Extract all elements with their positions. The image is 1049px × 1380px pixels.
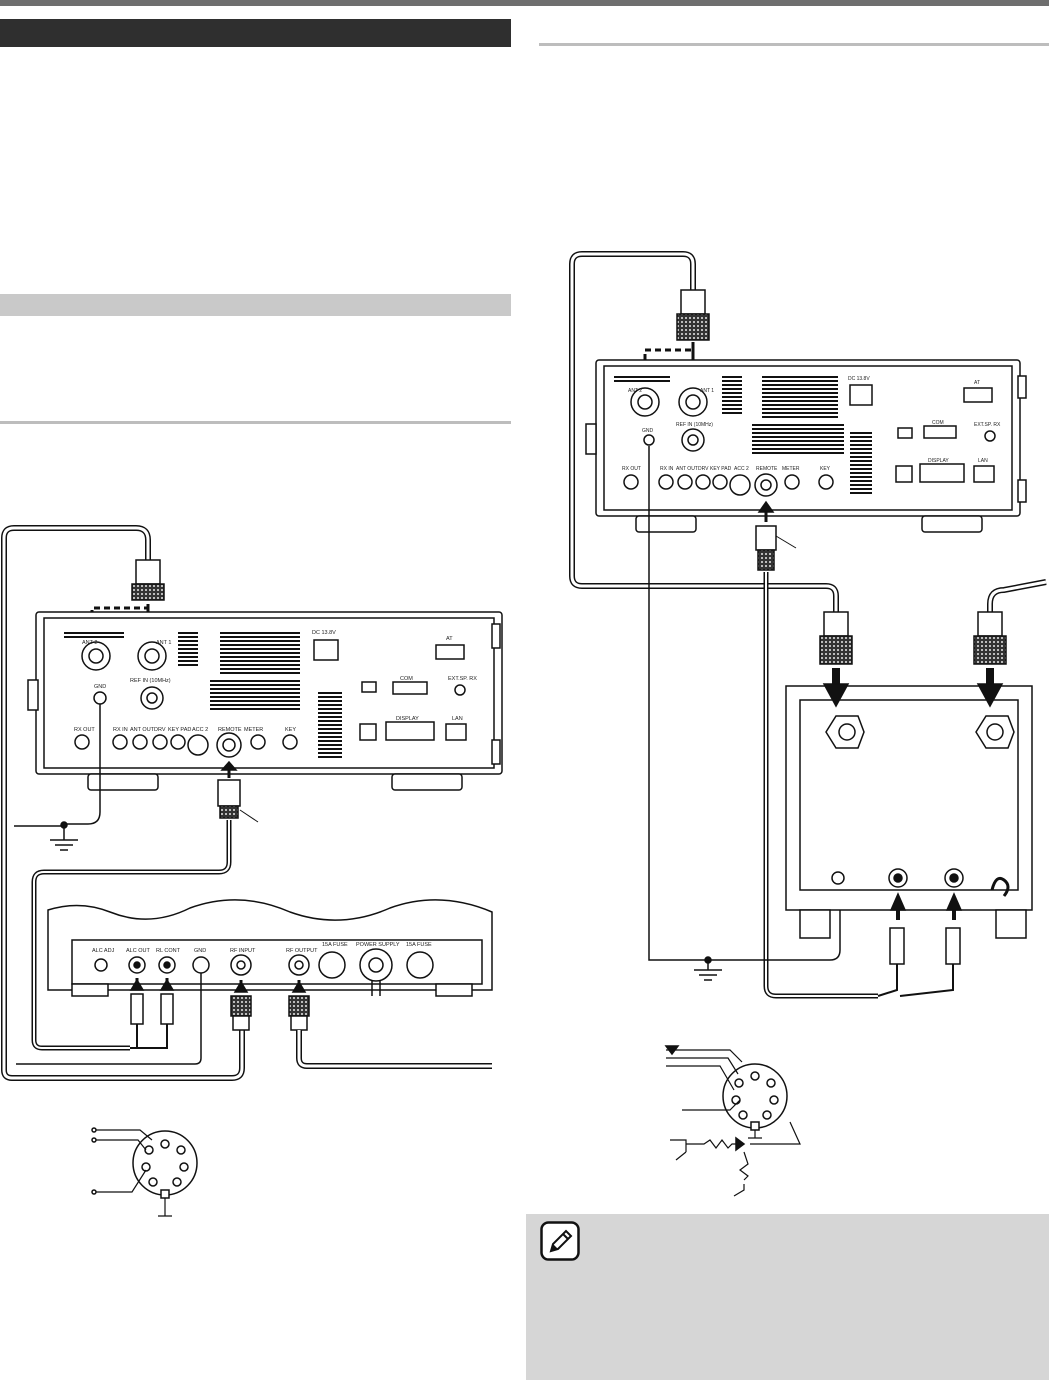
r-label-ref-in: REF IN (10MHz) bbox=[676, 422, 713, 428]
label-power-supply: POWER SUPPLY bbox=[356, 942, 400, 948]
r-label-rx-out: RX OUT bbox=[622, 466, 641, 472]
label-lan: LAN bbox=[452, 716, 463, 722]
r-label-key: KEY bbox=[820, 466, 831, 472]
label-rf-output: RF OUTPUT bbox=[286, 948, 318, 954]
r-label-meter: METER bbox=[782, 466, 800, 472]
label-rx-in: RX IN bbox=[113, 727, 128, 733]
right-divider-rule bbox=[539, 43, 1049, 46]
pencil-icon bbox=[540, 1221, 580, 1261]
label-drv: DRV bbox=[154, 727, 166, 733]
label-ant2: ANT 2 bbox=[82, 640, 98, 646]
top-page-bar bbox=[0, 0, 1049, 6]
right-connection-diagram bbox=[569, 251, 1047, 1197]
r-label-key-pad: KEY PAD bbox=[710, 466, 732, 472]
label-fuse-right: 15A FUSE bbox=[406, 942, 432, 948]
label-acc2: ACC 2 bbox=[192, 727, 208, 733]
r-label-acc2: ACC 2 bbox=[734, 466, 749, 472]
label-at: AT bbox=[446, 636, 453, 642]
left-divider-rule bbox=[0, 421, 511, 424]
label-key-pad: KEY PAD bbox=[168, 727, 191, 733]
label-com: COM bbox=[400, 676, 413, 682]
label-rl-cont: RL CONT bbox=[156, 948, 181, 954]
r-label-lan: LAN bbox=[978, 458, 988, 464]
r-label-gnd: GND bbox=[642, 428, 654, 434]
label-alc-adj: ALC ADJ bbox=[92, 948, 115, 954]
label-meter: METER bbox=[244, 727, 263, 733]
label-ext-sp: EXT.SP. RX bbox=[448, 676, 477, 682]
label-ant1: ANT 1 bbox=[156, 640, 172, 646]
left-connection-diagram bbox=[1, 525, 503, 1217]
r-label-display: DISPLAY bbox=[928, 458, 949, 464]
right-antenna-plug bbox=[680, 289, 706, 315]
antenna-plug bbox=[135, 559, 161, 585]
right-din-pinout bbox=[722, 1063, 788, 1129]
r-label-ext-sp: EXT.SP. RX bbox=[974, 422, 1001, 428]
label-rx-out: RX OUT bbox=[74, 727, 95, 733]
label-gnd: GND bbox=[94, 684, 106, 690]
r-label-ant-out: ANT OUT bbox=[676, 466, 698, 472]
label-fuse-left: 15A FUSE bbox=[322, 942, 348, 948]
r-label-drv: DRV bbox=[698, 466, 709, 472]
right-labels: ANT 2 ANT 1 DC 13.8V REF IN (10MHz) AT C… bbox=[622, 376, 1001, 472]
r-label-dc: DC 13.8V bbox=[848, 376, 870, 382]
r-label-remote: REMOTE bbox=[756, 466, 778, 472]
label-display: DISPLAY bbox=[396, 716, 419, 722]
r-label-rx-in: RX IN bbox=[660, 466, 674, 472]
section-header-bar bbox=[0, 19, 511, 47]
label-dc: DC 13.8V bbox=[312, 630, 336, 636]
r-label-ant1: ANT 1 bbox=[700, 388, 714, 394]
note-box bbox=[526, 1214, 1049, 1380]
label-rf-input: RF INPUT bbox=[230, 948, 256, 954]
label-key: KEY bbox=[285, 727, 296, 733]
left-labels: ANT 2 ANT 1 DC 13.8V REF IN (10MHz) AT C… bbox=[74, 630, 477, 954]
label-ref-in: REF IN (10MHz) bbox=[130, 678, 171, 684]
r-label-ant2: ANT 2 bbox=[628, 388, 642, 394]
subsection-header-bar bbox=[0, 294, 511, 316]
label-alc-out: ALC OUT bbox=[126, 948, 150, 954]
r-label-com: COM bbox=[932, 420, 944, 426]
label-remote: REMOTE bbox=[218, 727, 242, 733]
r-label-at: AT bbox=[974, 380, 980, 386]
label-amp-gnd: GND bbox=[194, 948, 206, 954]
label-ant-out: ANT OUT bbox=[130, 727, 155, 733]
